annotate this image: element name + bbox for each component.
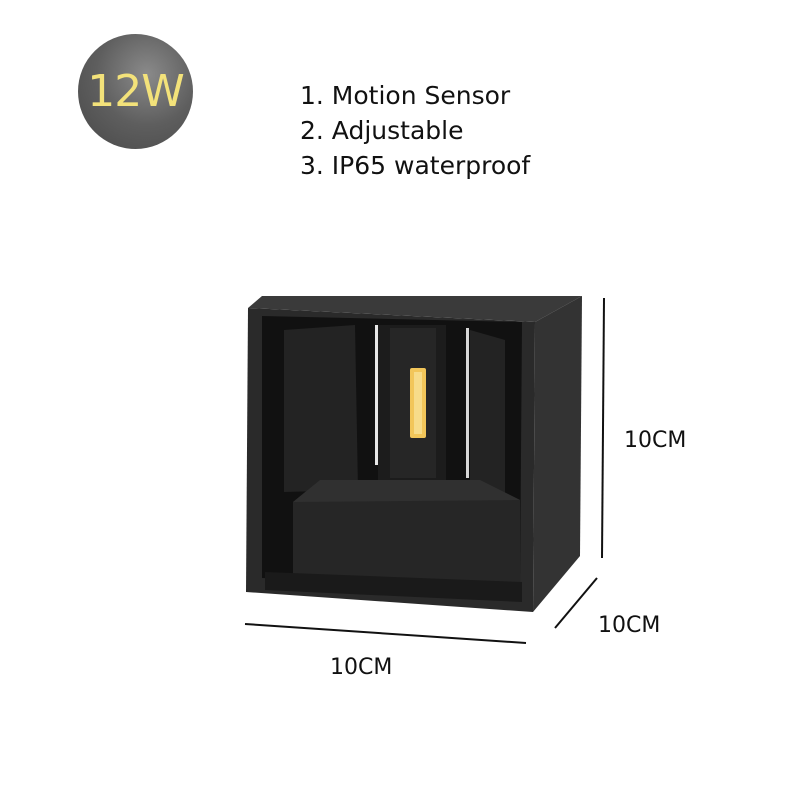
height-label: 10CM [624,428,687,453]
height-dimension-line [601,297,605,559]
width-label: 10CM [330,655,393,680]
feature-item: 3. IP65 waterproof [300,151,531,180]
depth-dimension-line [554,577,598,629]
power-badge: 12W [78,34,193,149]
feature-item: 1. Motion Sensor [300,81,511,110]
feature-item: 2. Adjustable [300,116,464,145]
power-label: 12W [87,66,184,117]
feature-list: 1. Motion Sensor 2. Adjustable 3. IP65 w… [300,78,530,183]
width-dimension-line [244,623,527,644]
depth-label: 10CM [598,613,661,638]
